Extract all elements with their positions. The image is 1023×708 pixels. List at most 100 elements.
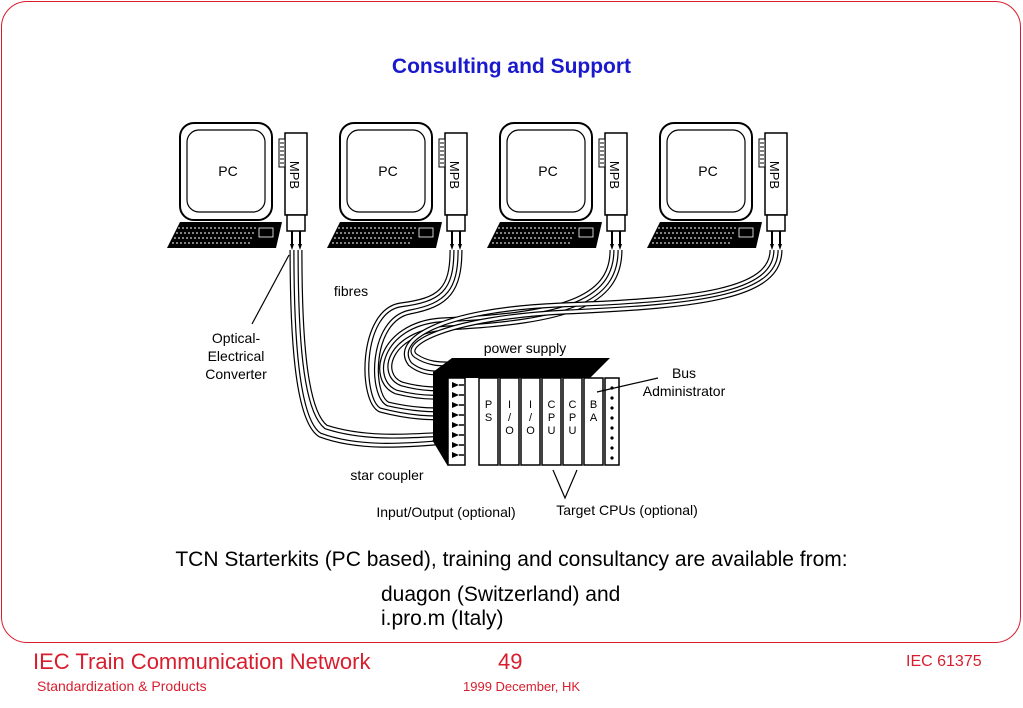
- rack-card: [520, 377, 541, 466]
- connector-dot: [610, 456, 614, 460]
- keypad: [738, 227, 754, 238]
- slide-frame: [1, 1, 1021, 643]
- coupler-port: [452, 452, 459, 458]
- optical-converter: [446, 214, 466, 232]
- converter-plugs: [611, 231, 621, 244]
- workstation-1: PC MPB: [167, 122, 308, 250]
- fibre-cable-core: [380, 249, 614, 399]
- converter-label: Converter: [205, 366, 267, 382]
- rack-card: [478, 377, 499, 466]
- fibre-cable-core: [411, 249, 782, 366]
- pc-label: PC: [538, 163, 557, 179]
- coupler-port: [452, 382, 459, 388]
- footer-subtitle: Standardization & Products: [37, 678, 207, 694]
- fibre-cable: [410, 249, 783, 367]
- connector-dot: [610, 426, 614, 430]
- mpb-label: MPB: [767, 161, 782, 189]
- fibre-cable-core: [375, 249, 462, 412]
- plug-tips: [450, 244, 462, 250]
- converter-label: Optical-: [212, 330, 261, 346]
- plug-tips: [770, 244, 782, 250]
- optical-converter: [286, 214, 306, 232]
- card-letter: P: [569, 412, 576, 424]
- card-letter: I: [529, 399, 532, 411]
- slide-title: Consulting and Support: [391, 55, 632, 78]
- card-letter: A: [590, 412, 598, 424]
- pc-label: PC: [218, 163, 237, 179]
- mpb-label: MPB: [287, 161, 302, 189]
- converter-plugs: [291, 231, 301, 244]
- footer-date: 1999 December, HK: [463, 679, 581, 694]
- converter-plugs: [451, 231, 461, 244]
- card-letter: O: [526, 425, 535, 437]
- card-letter: P: [548, 412, 555, 424]
- target-cpus-label: Target CPUs (optional): [556, 502, 698, 518]
- star-coupler-label: star coupler: [350, 467, 423, 483]
- keypad: [418, 227, 434, 238]
- bus-admin-connector: [604, 377, 620, 466]
- coupler-port: [452, 442, 459, 448]
- keypad: [258, 227, 274, 238]
- connector-dot: [610, 416, 614, 420]
- bus-admin-leader: [596, 377, 659, 393]
- connector-dot: [610, 396, 614, 400]
- fibres-label: fibres: [334, 283, 368, 299]
- target-cpus-bracket: [552, 469, 578, 500]
- mpb-connector: [598, 138, 606, 168]
- rack-card: [583, 377, 604, 466]
- card-letter: B: [590, 399, 597, 411]
- card-letter: C: [548, 399, 556, 411]
- mpb-connector: [278, 138, 286, 168]
- card-letter: S: [485, 412, 492, 424]
- fibre-cable-core: [298, 249, 449, 438]
- optical-converter: [766, 214, 786, 232]
- rack-card: [541, 377, 562, 466]
- keyboard: [327, 222, 442, 248]
- card-letter: U: [548, 425, 556, 437]
- card-letter: /: [508, 412, 512, 424]
- mpb-connector: [758, 138, 766, 168]
- monitor-screen: [346, 129, 426, 213]
- workstation-4: PC MPB: [647, 122, 788, 250]
- rack-bottom-edge: [432, 439, 449, 466]
- keyboard: [167, 222, 282, 248]
- pc-label: PC: [698, 163, 717, 179]
- caption: TCN Starterkits (PC based), training and…: [175, 548, 848, 571]
- connector-dot: [610, 406, 614, 410]
- page-number: 49: [498, 649, 523, 674]
- coupler-port: [452, 422, 459, 428]
- mpb-label: MPB: [607, 161, 622, 189]
- keypad: [578, 227, 594, 238]
- card-letter: /: [529, 412, 533, 424]
- fibre-cable-core: [290, 249, 449, 447]
- plug-tips: [610, 244, 622, 250]
- connector-dot: [610, 436, 614, 440]
- mpb-connector: [438, 138, 446, 168]
- mpb-label: MPB: [447, 161, 462, 189]
- rack-card: [499, 377, 520, 466]
- card-letter: U: [569, 425, 577, 437]
- coupler-port: [452, 412, 459, 418]
- io-optional-label: Input/Output (optional): [376, 504, 515, 520]
- monitor-screen: [506, 129, 586, 213]
- card-letter: O: [505, 425, 514, 437]
- fibre-cable-core: [405, 249, 774, 375]
- card-letter: C: [569, 399, 577, 411]
- workstation-3: PC MPB: [487, 122, 628, 250]
- footer-standard: IEC 61375: [906, 653, 982, 670]
- card-letter: P: [485, 399, 492, 411]
- star-coupler: [447, 377, 466, 466]
- bus-admin-label: Administrator: [643, 383, 726, 399]
- power-supply-label: power supply: [484, 340, 567, 356]
- converter-leader: [251, 254, 290, 325]
- bus-admin-label: Bus: [672, 365, 696, 381]
- plug-tips: [290, 244, 302, 250]
- vendor-duagon: duagon (Switzerland) and: [381, 583, 621, 606]
- footer-title: IEC Train Communication Network: [33, 649, 371, 674]
- rack-top: [433, 358, 610, 378]
- rack-card: [562, 377, 583, 466]
- monitor-screen: [186, 129, 266, 213]
- converter-label: Electrical: [208, 348, 265, 364]
